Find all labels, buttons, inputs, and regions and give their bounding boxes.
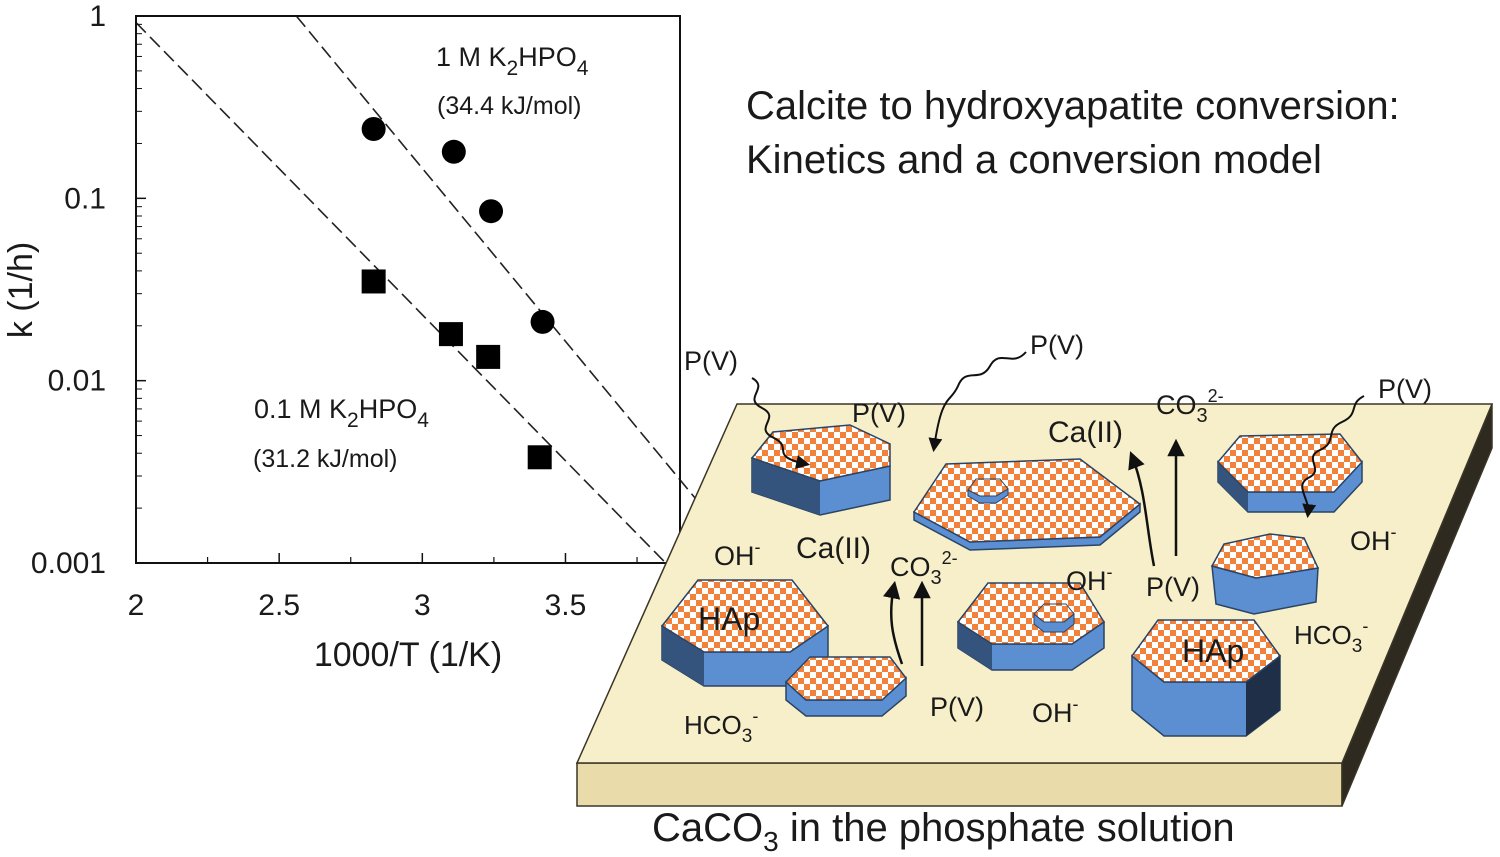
crystal-right-middle bbox=[1210, 533, 1320, 615]
diagram-caption: CaCO3 in the phosphate solution bbox=[652, 806, 1235, 857]
series-1-label: 1 M K2HPO4 bbox=[436, 42, 589, 80]
label-hap-2: HAp bbox=[1182, 633, 1244, 669]
data-point-series-2 bbox=[361, 269, 386, 294]
label-pv-6: P(V) bbox=[930, 692, 984, 722]
crystal-hap-right bbox=[1130, 619, 1282, 737]
crystal-flat-center bbox=[912, 458, 1142, 551]
caption-main: CaCO bbox=[652, 806, 764, 850]
x-tick-label: 3 bbox=[414, 589, 431, 622]
wavy-arrow-pv-2 bbox=[928, 351, 1027, 453]
figure-title-line-2: Kinetics and a conversion model bbox=[746, 138, 1322, 182]
caption-subscript: 3 bbox=[763, 826, 779, 857]
series-2-energy: (31.2 kJ/mol) bbox=[253, 445, 397, 473]
arrow-ca-release-2 bbox=[1128, 451, 1156, 567]
plot-frame bbox=[135, 15, 681, 564]
x-axis-label: 1000/T (1/K) bbox=[314, 636, 502, 674]
conversion-model-diagram: P(V) P(V) P(V) P(V) P(V) P(V) Ca(II) Ca(… bbox=[575, 330, 1494, 807]
data-point-series-1 bbox=[361, 117, 386, 142]
label-oh-3: OH- bbox=[1350, 522, 1397, 556]
label-pv-2: P(V) bbox=[852, 398, 906, 428]
y-tick-label: 1 bbox=[89, 0, 106, 33]
series-2-label: 0.1 M K2HPO4 bbox=[254, 394, 429, 432]
data-point-series-2 bbox=[438, 322, 463, 347]
data-point-series-2 bbox=[527, 445, 552, 470]
label-co3-2: CO32- bbox=[890, 548, 958, 589]
crystal-nucleus-small bbox=[967, 478, 1009, 504]
data-point-series-1 bbox=[441, 139, 466, 164]
figure-title-line-1: Calcite to hydroxyapatite conversion: bbox=[746, 84, 1400, 128]
plate-side-face bbox=[576, 762, 1343, 807]
y-tick-label: 0.01 bbox=[48, 365, 106, 398]
wavy-arrow-pv-3 bbox=[1301, 395, 1365, 519]
crystal-right-upper bbox=[1216, 433, 1363, 513]
label-oh-4: OH- bbox=[1032, 694, 1079, 728]
label-co3-1: CO32- bbox=[1156, 386, 1224, 427]
label-oh-2: OH- bbox=[1066, 562, 1113, 596]
series-1-energy: (34.4 kJ/mol) bbox=[437, 92, 581, 120]
data-point-series-2 bbox=[476, 344, 501, 369]
wavy-arrow-pv-1 bbox=[751, 377, 811, 469]
label-ca-2: Ca(II) bbox=[796, 532, 871, 565]
crystal-hap-left bbox=[660, 579, 830, 687]
label-pv-4: P(V) bbox=[1378, 374, 1432, 404]
x-tick-label: 3.5 bbox=[545, 589, 587, 622]
x-tick-label: 2.5 bbox=[258, 589, 300, 622]
y-tick-label: 0.1 bbox=[64, 182, 106, 215]
x-tick-label: 2 bbox=[128, 589, 145, 622]
fit-line-series-1 bbox=[295, 15, 698, 502]
label-pv-3: P(V) bbox=[1030, 330, 1084, 360]
crystal-flat-lower bbox=[784, 656, 908, 717]
crystal-nucleus-lower bbox=[1033, 603, 1075, 633]
fit-line-series-2 bbox=[135, 22, 667, 564]
label-hco3-2: HCO3- bbox=[684, 706, 758, 747]
data-point-series-1 bbox=[479, 199, 504, 224]
arrow-ca-release-1 bbox=[883, 580, 904, 665]
crystal-center-lower bbox=[956, 582, 1106, 671]
label-hco3-1: HCO3- bbox=[1294, 616, 1368, 657]
y-tick-label: 0.001 bbox=[31, 547, 106, 580]
label-oh-1: OH- bbox=[714, 537, 761, 571]
y-axis-label: k (1/h) bbox=[2, 242, 40, 338]
data-point-series-1 bbox=[530, 309, 555, 334]
caption-rest: in the phosphate solution bbox=[778, 806, 1235, 850]
label-ca-1: Ca(II) bbox=[1048, 416, 1123, 449]
arrhenius-chart: 2 2.5 3 3.5 1 0.1 0.01 0.001 1000/T (1/K) k (1/… bbox=[2, 0, 698, 674]
label-hap-1: HAp bbox=[698, 601, 760, 637]
label-pv-5: P(V) bbox=[1146, 572, 1200, 602]
crystal-tall-left bbox=[750, 424, 891, 516]
label-pv-1: P(V) bbox=[684, 346, 738, 376]
